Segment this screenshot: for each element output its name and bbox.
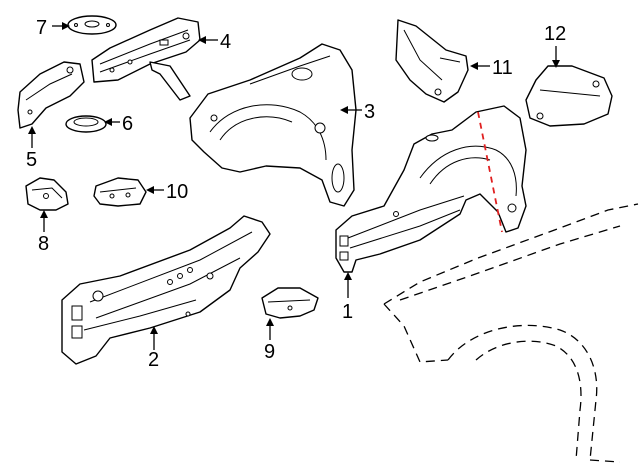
callout-5: 5 xyxy=(26,149,37,171)
callout-7: 7 xyxy=(36,17,47,39)
callout-8: 8 xyxy=(38,233,49,255)
part-2-rail xyxy=(61,215,271,365)
callout-12: 12 xyxy=(544,23,566,45)
part-10-support xyxy=(93,177,147,207)
part-3-apron xyxy=(189,43,357,207)
part-6-plug xyxy=(65,115,107,133)
part-5-bracket xyxy=(17,61,85,129)
part-1-wheelhouse xyxy=(335,105,527,273)
callout-2: 2 xyxy=(148,349,159,371)
part-4-bracket xyxy=(91,17,201,101)
callout-9: 9 xyxy=(264,341,275,363)
fender-outline xyxy=(383,203,639,463)
callout-1: 1 xyxy=(342,301,353,323)
part-8-mount xyxy=(25,177,69,211)
part-7-cap xyxy=(67,15,117,35)
callout-3: 3 xyxy=(364,101,375,123)
part-9-bracket xyxy=(261,287,319,319)
callout-10: 10 xyxy=(166,181,188,203)
part-12-bracket xyxy=(525,65,613,127)
callout-6: 6 xyxy=(122,113,133,135)
callout-11: 11 xyxy=(492,57,513,79)
callout-4: 4 xyxy=(220,31,231,53)
part-11-bracket xyxy=(395,19,469,103)
cut-line xyxy=(477,111,503,233)
